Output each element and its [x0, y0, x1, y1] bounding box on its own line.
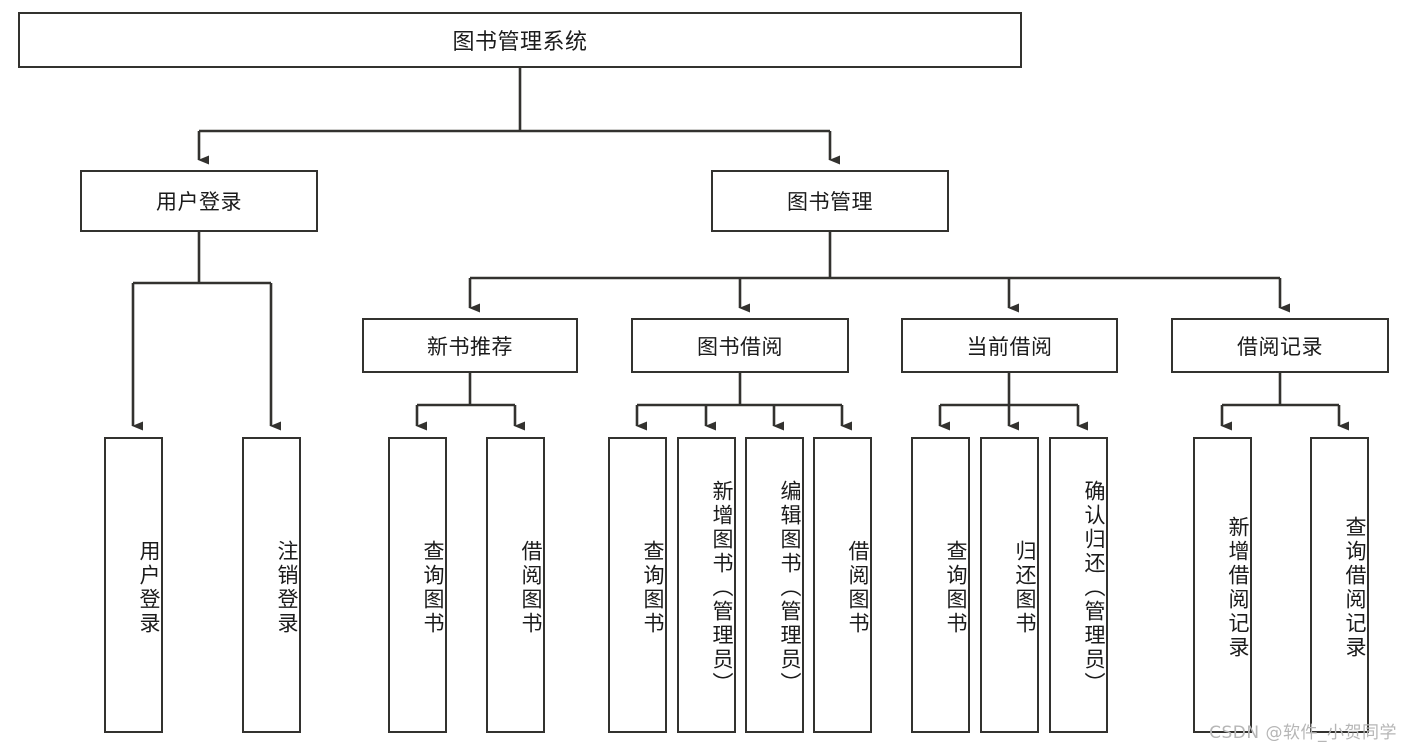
node-book-borrow[interactable]: 图书借阅 [631, 318, 849, 373]
leaf-book-borrow-query-book[interactable]: 查询图书 [608, 437, 667, 733]
node-label: 借阅图书 [519, 540, 543, 636]
node-label: 编辑图书（管理员） [778, 480, 802, 696]
leaf-user-login-logout[interactable]: 注销登录 [242, 437, 301, 733]
node-label: 图书借阅 [697, 334, 783, 359]
node-root-library-management-system[interactable]: 图书管理系统 [18, 12, 1022, 68]
node-label: 查询图书 [421, 540, 445, 636]
leaf-current-borrow-confirm-return-admin[interactable]: 确认归还（管理员） [1049, 437, 1108, 733]
node-label: 当前借阅 [966, 334, 1053, 359]
leaf-book-borrow-add-book-admin[interactable]: 新增图书（管理员） [677, 437, 736, 733]
node-new-book-recommend[interactable]: 新书推荐 [362, 318, 578, 373]
leaf-book-borrow-borrow-book[interactable]: 借阅图书 [813, 437, 872, 733]
leaf-new-book-query-book[interactable]: 查询图书 [388, 437, 447, 733]
node-label: 借阅记录 [1237, 334, 1323, 359]
leaf-current-borrow-return-book[interactable]: 归还图书 [980, 437, 1039, 733]
leaf-current-borrow-query-book[interactable]: 查询图书 [911, 437, 970, 733]
node-label: 新书推荐 [427, 334, 513, 359]
node-borrow-record[interactable]: 借阅记录 [1171, 318, 1389, 373]
node-label: 图书管理系统 [452, 30, 588, 55]
node-user-login[interactable]: 用户登录 [80, 170, 318, 232]
node-current-borrow[interactable]: 当前借阅 [901, 318, 1118, 373]
leaf-borrow-record-add-record[interactable]: 新增借阅记录 [1193, 437, 1252, 733]
node-label: 查询图书 [944, 540, 968, 636]
node-label: 注销登录 [275, 540, 299, 636]
leaf-borrow-record-query-record[interactable]: 查询借阅记录 [1310, 437, 1369, 733]
leaf-new-book-borrow-book[interactable]: 借阅图书 [486, 437, 545, 733]
node-label: 新增图书（管理员） [710, 480, 734, 696]
watermark-text: CSDN @软件_小贺同学 [1209, 723, 1397, 743]
leaf-user-login-login[interactable]: 用户登录 [104, 437, 163, 733]
node-label: 用户登录 [156, 190, 242, 214]
node-label: 确认归还（管理员） [1082, 480, 1106, 696]
leaf-book-borrow-edit-book-admin[interactable]: 编辑图书（管理员） [745, 437, 804, 733]
node-label: 新增借阅记录 [1226, 516, 1250, 660]
node-label: 用户登录 [137, 540, 161, 636]
node-label: 归还图书 [1013, 540, 1037, 636]
node-label: 图书管理 [787, 190, 873, 214]
node-book-management[interactable]: 图书管理 [711, 170, 949, 232]
node-label: 查询图书 [641, 540, 665, 636]
node-label: 借阅图书 [846, 540, 870, 636]
node-label: 查询借阅记录 [1343, 516, 1367, 660]
